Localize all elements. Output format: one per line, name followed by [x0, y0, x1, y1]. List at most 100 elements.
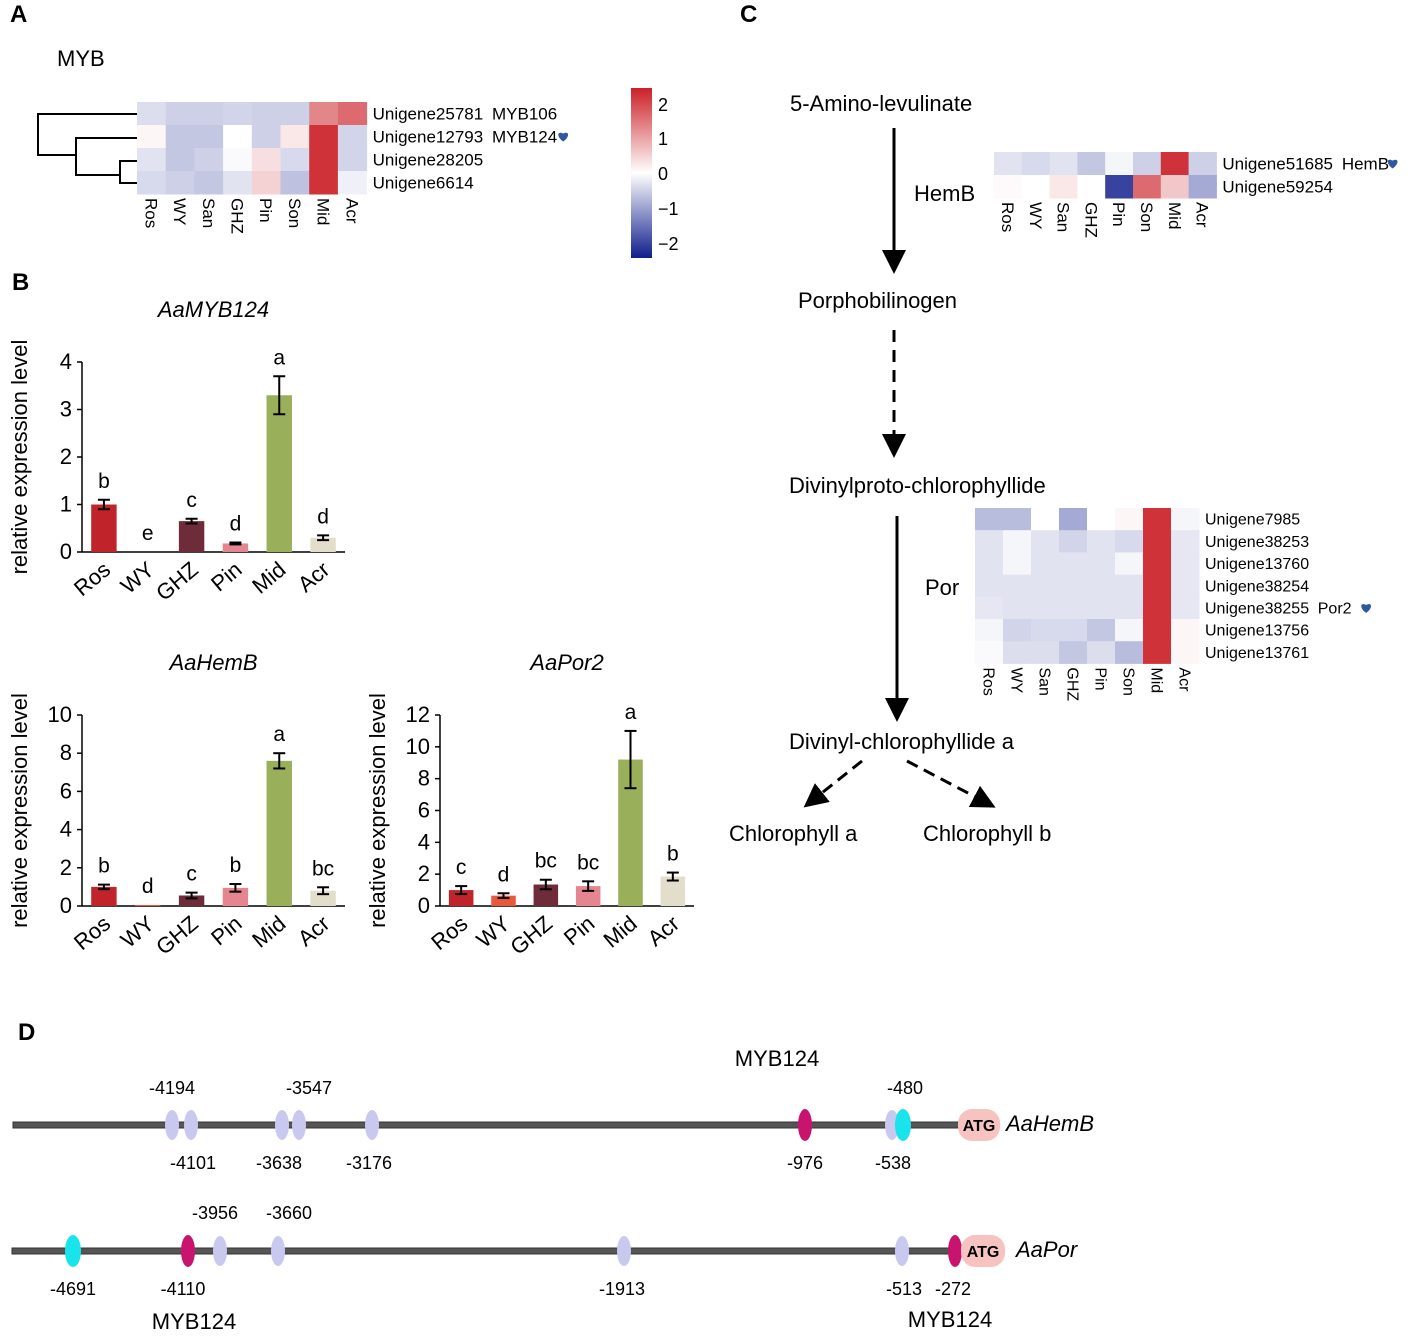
significance-label: b: [230, 854, 242, 877]
gene-annotation-label: Por2: [1318, 601, 1352, 618]
site-position: -4110: [161, 1279, 206, 1299]
promoter-hemb: ATG AaHemB -4194 -3547 -480 -4101 -3638 …: [12, 1078, 1094, 1173]
myb124-site: [948, 1235, 962, 1267]
site-position: -4101: [170, 1153, 216, 1173]
myb124-label: MYB124: [152, 1309, 236, 1334]
heatmap-cell: [194, 171, 224, 195]
heatmap-column-label: Son: [1137, 202, 1156, 232]
heatmap-column-label: Acr: [1193, 202, 1212, 228]
heatmap-cell: [1143, 574, 1172, 598]
heatmap-cell: [251, 148, 281, 172]
y-tick-label: 0: [418, 893, 430, 918]
enzyme-label-hemb: HemB: [914, 181, 975, 206]
heatmap-cell: [1115, 552, 1144, 576]
significance-label: b: [98, 470, 110, 493]
heatmap-cell: [1105, 152, 1134, 176]
panel-letter-a: A: [10, 1, 27, 28]
heatmap-cell: [309, 148, 339, 172]
x-tick-label: Pin: [206, 557, 246, 597]
heatmap-cell: [1143, 619, 1172, 642]
heatmap-cell: [1003, 552, 1032, 576]
heatmap-cell: [165, 102, 195, 126]
heatmap-cell: [1049, 175, 1078, 199]
y-tick-label: 8: [418, 766, 430, 791]
heatmap-cell: [1171, 641, 1200, 664]
bar: [91, 886, 117, 906]
x-tick-label: Ros: [426, 911, 472, 955]
heatmap-cell: [1115, 530, 1144, 553]
heatmap-cell: [975, 641, 1004, 664]
heatmap-column-label: WY: [170, 198, 189, 225]
heatmap-cell: [1160, 175, 1190, 199]
significance-label: a: [273, 723, 285, 746]
heatmap-cell: [251, 102, 281, 126]
heatmap-cell: [1115, 574, 1144, 598]
heatmap-cell: [165, 148, 195, 172]
heatmap-family-label: MYB: [57, 46, 105, 71]
y-tick-label: 2: [60, 855, 72, 880]
significance-label: bc: [535, 850, 557, 873]
heatmap-cell: [251, 125, 281, 149]
gene-id-label: Unigene25781: [373, 104, 484, 123]
y-tick-label: 8: [60, 740, 72, 765]
atg-label: ATG: [967, 1244, 1000, 1261]
colorbar-gradient: [631, 88, 652, 258]
x-tick-label: Pin: [559, 911, 599, 951]
binding-site: [275, 1110, 289, 1140]
x-tick-label: Mid: [247, 911, 290, 953]
heatmap-cell: [1133, 152, 1162, 176]
gene-name-por: AaPor: [1014, 1237, 1079, 1262]
y-tick-label: 4: [60, 349, 72, 374]
gene-id-label: Unigene6614: [373, 173, 474, 192]
bar: [491, 895, 516, 906]
significance-label: d: [317, 505, 329, 528]
binding-site: [184, 1110, 198, 1140]
bar: [135, 905, 161, 906]
heatmap-cell: [975, 574, 1004, 598]
y-tick-label: 1: [60, 492, 72, 517]
heatmap-column-label: Mid: [1165, 202, 1184, 229]
myb124-label: MYB124: [908, 1307, 992, 1332]
promoter-line: [11, 1247, 965, 1255]
heatmap-cell: [1059, 619, 1088, 642]
pathway-product: Chlorophyll b: [923, 821, 1051, 846]
heatmap-cell: [1031, 508, 1060, 531]
heatmap-cell: [165, 171, 195, 195]
binding-site: [365, 1110, 379, 1140]
colorbar-tick: 2: [658, 95, 668, 115]
heatmap-cell: [1059, 508, 1088, 531]
heatmap-cell: [1087, 619, 1116, 642]
pathway-step: 5-Amino-levulinate: [790, 91, 972, 116]
chart-title: AaMYB124: [156, 297, 269, 322]
y-tick-label: 12: [406, 702, 430, 727]
bar: [266, 760, 292, 906]
colorbar: 2 1 0 −1 −2: [631, 88, 679, 258]
heatmap-cell: [223, 148, 253, 172]
heatmap-cell: [137, 148, 167, 172]
heatmap-cell: [337, 171, 368, 195]
chart-title: AaHemB: [167, 650, 257, 675]
heatmap-cell: [1143, 530, 1172, 553]
gene-id-label: Unigene38254: [1205, 578, 1309, 595]
binding-site: [165, 1110, 179, 1140]
heatmap-cell: [137, 125, 167, 149]
heatmap-column-label: San: [199, 198, 218, 228]
y-tick-label: 0: [60, 539, 72, 564]
promoter-por: ATG AaPor -3956 -3660 -4691 -4110 -1913 …: [11, 1203, 1079, 1334]
site-position: -3547: [286, 1078, 332, 1098]
chart-title: AaPor2: [528, 650, 603, 675]
heatmap-cell: [1143, 552, 1172, 576]
heatmap-cell: [1115, 619, 1144, 642]
bar: [91, 504, 117, 552]
y-tick-label: 6: [60, 778, 72, 803]
significance-label: d: [142, 875, 154, 898]
heatmap-column-label: Ros: [141, 198, 160, 228]
site-position: -3956: [192, 1203, 238, 1223]
heatmap-cell: [1021, 152, 1051, 176]
heatmap-cell: [1143, 596, 1172, 620]
colorbar-tick: 1: [658, 129, 668, 149]
